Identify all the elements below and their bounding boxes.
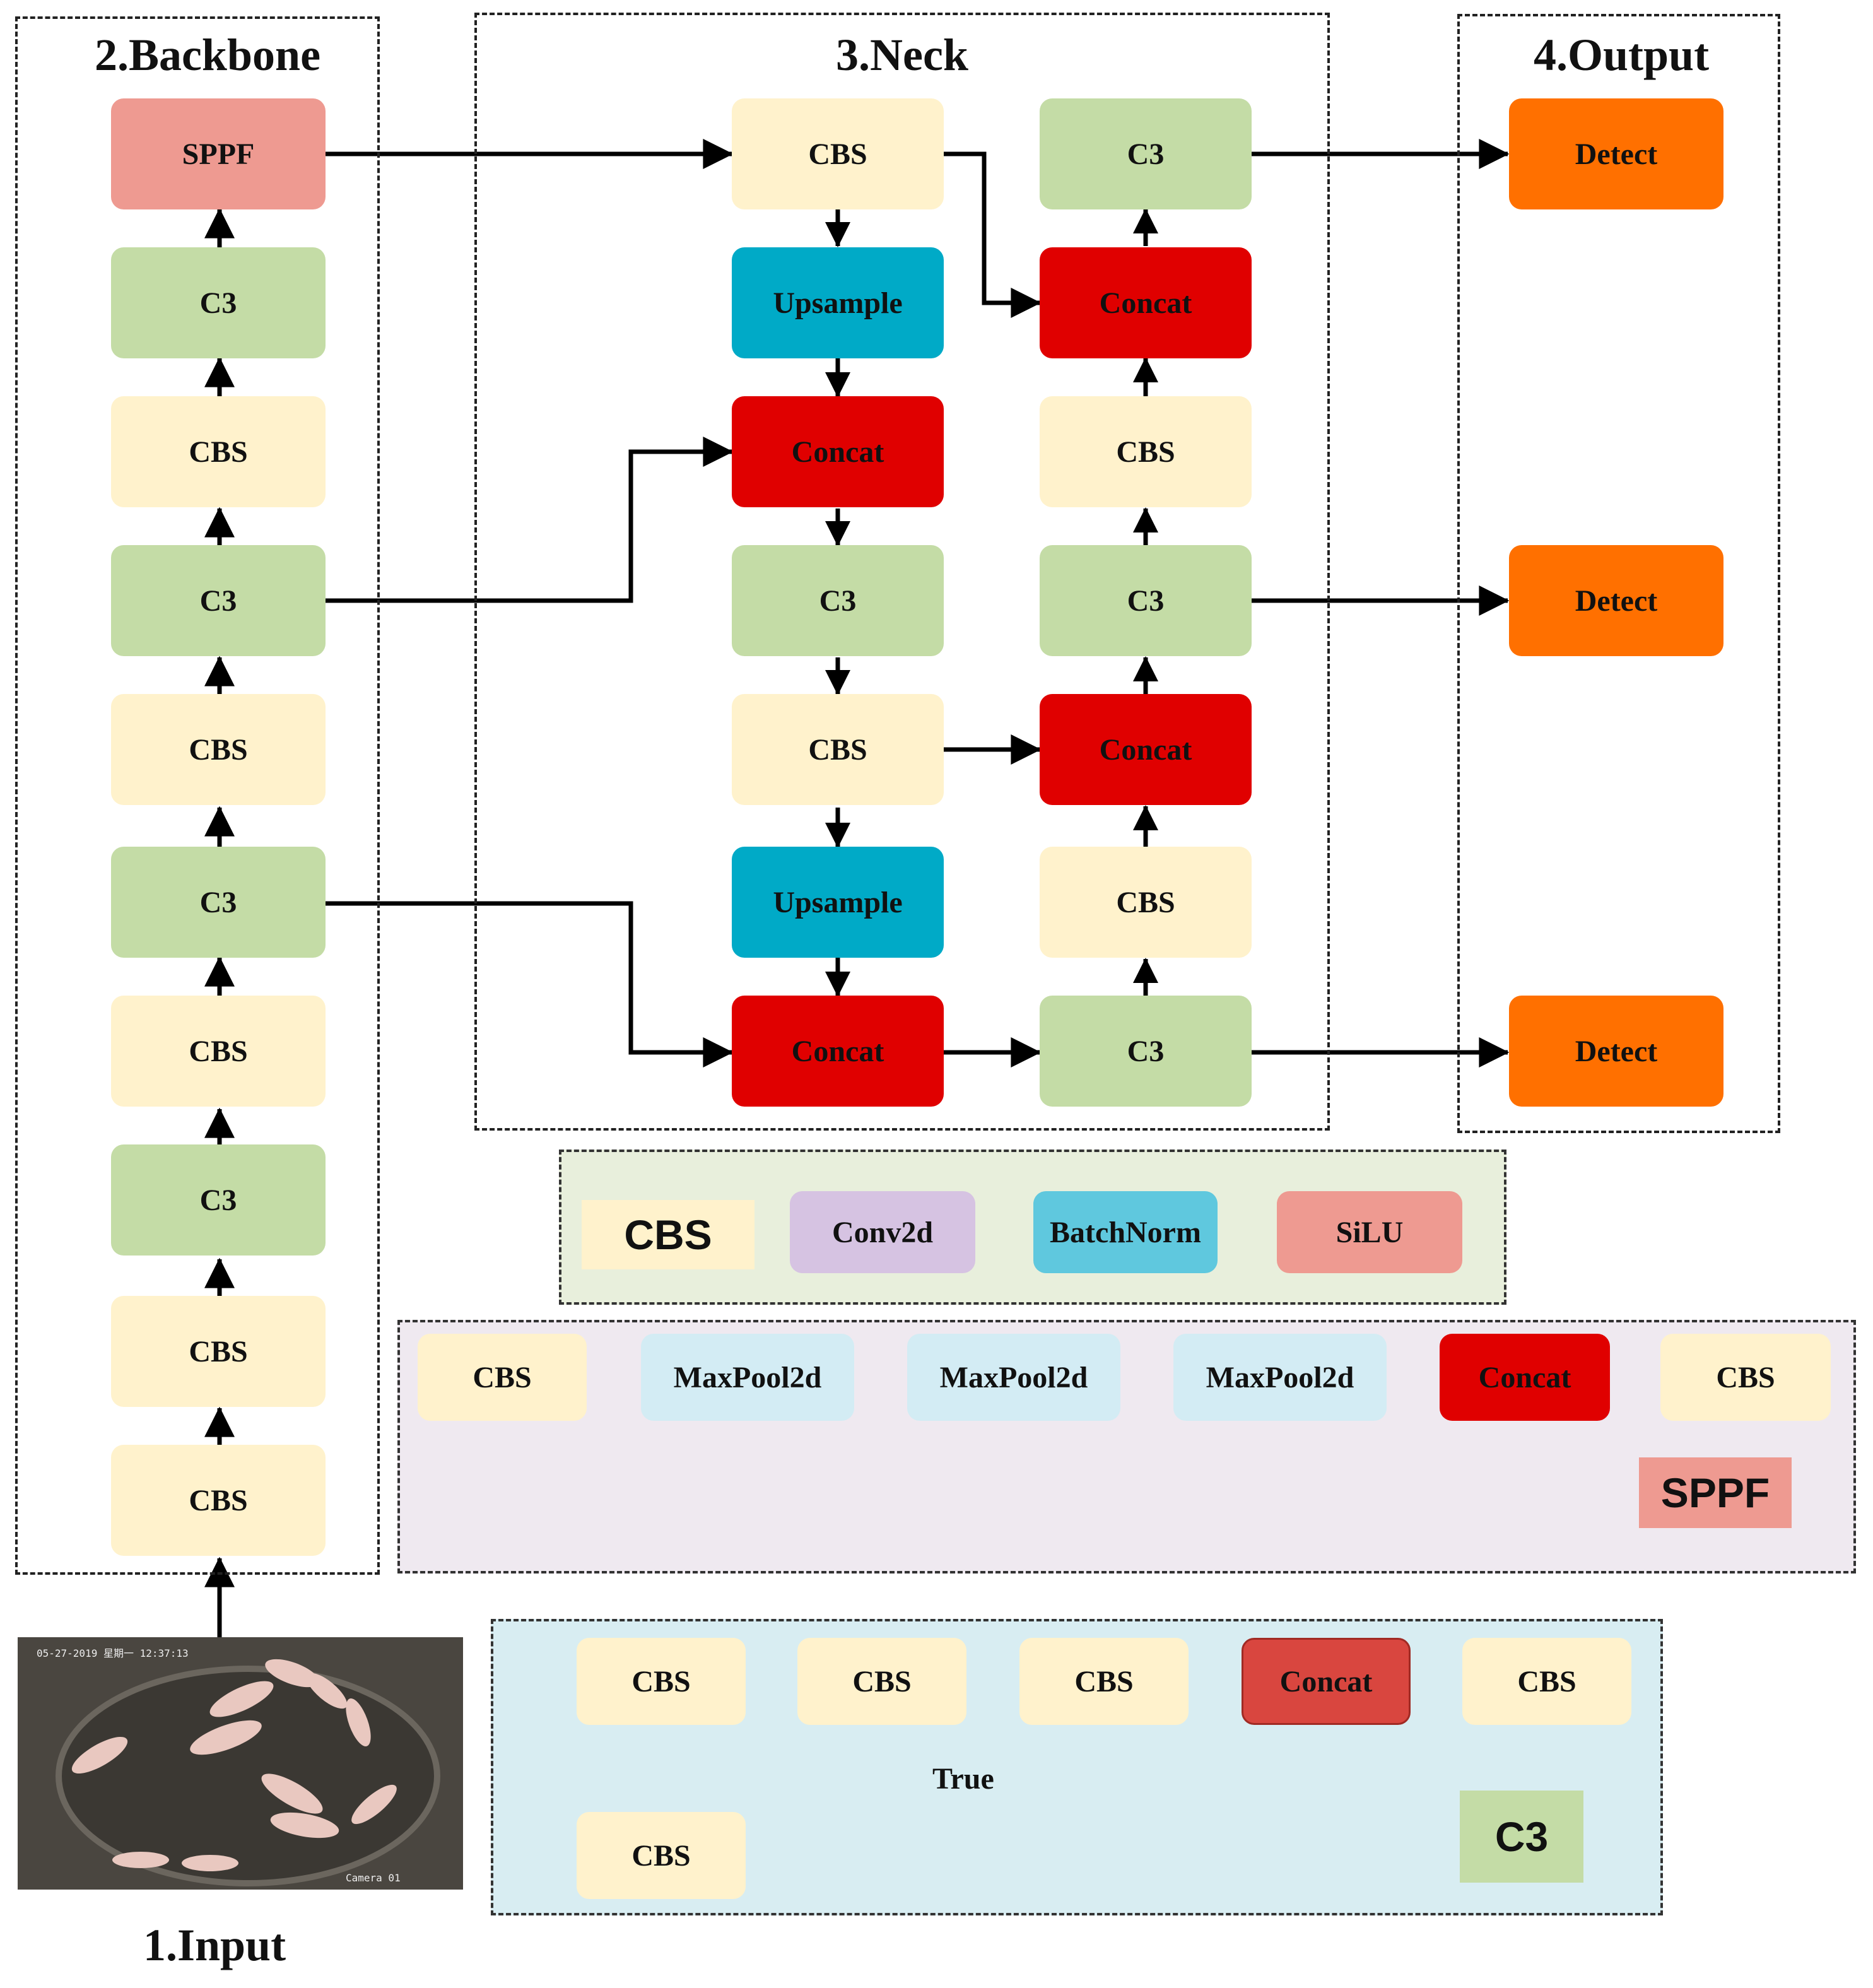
neck-col2-cbs-low: CBS: [1040, 847, 1252, 958]
c3-step-cbs-out: CBS: [1462, 1638, 1631, 1725]
neck-col2-c3-top: C3: [1040, 98, 1252, 209]
sppf-module-panel: [397, 1320, 1856, 1573]
backbone-sppf: SPPF: [111, 98, 326, 209]
sppf-step-concat: Concat: [1440, 1334, 1610, 1421]
sppf-step-cbs-in: CBS: [418, 1334, 587, 1421]
detect-head-2: Detect: [1509, 545, 1723, 656]
cbs-module-legend: CBS: [582, 1200, 754, 1269]
sppf-step-maxpool-1: MaxPool2d: [641, 1334, 854, 1421]
neck-col2-cbs-top: CBS: [1040, 396, 1252, 507]
image-timestamp: 05-27-2019 星期一 12:37:13: [37, 1647, 189, 1659]
backbone-c3-4: C3: [111, 247, 326, 358]
c3-step-cbs-2: CBS: [797, 1638, 966, 1725]
output-title: 4.Output: [1533, 30, 1710, 80]
detect-head-3: Detect: [1509, 996, 1723, 1107]
neck-col2-c3-mid: C3: [1040, 545, 1252, 656]
neck-col1-c3: C3: [732, 545, 944, 656]
neck-col2-concat-top: Concat: [1040, 247, 1252, 358]
backbone-c3-3: C3: [111, 545, 326, 656]
output-region: [1457, 14, 1780, 1133]
neck-col1-concat-2: Concat: [732, 996, 944, 1107]
neck-col1-concat-1: Concat: [732, 396, 944, 507]
image-camera-label: Camera 01: [346, 1872, 401, 1884]
c3-module-legend: C3: [1460, 1791, 1583, 1883]
c3-step-cbs-3: CBS: [1019, 1638, 1189, 1725]
sppf-step-cbs-out: CBS: [1660, 1334, 1831, 1421]
input-title: 1.Input: [143, 1920, 286, 1970]
backbone-cbs-1: CBS: [111, 1445, 326, 1556]
backbone-cbs-3: CBS: [111, 996, 326, 1107]
sppf-module-legend: SPPF: [1639, 1457, 1792, 1528]
c3-shortcut-label: True: [932, 1762, 994, 1796]
neck-region: [474, 13, 1330, 1131]
c3-step-cbs-1: CBS: [577, 1638, 746, 1725]
cbs-step-conv2d: Conv2d: [790, 1191, 975, 1273]
backbone-c3-2: C3: [111, 847, 326, 958]
c3-step-cbs-bottom: CBS: [577, 1812, 746, 1899]
pig: [112, 1852, 169, 1868]
neck-col1-upsample-2: Upsample: [732, 847, 944, 958]
backbone-cbs-2: CBS: [111, 1296, 326, 1407]
input-image: 05-27-2019 星期一 12:37:13 Camera 01: [18, 1637, 463, 1890]
neck-col2-concat-mid: Concat: [1040, 694, 1252, 805]
neck-col1-upsample-1: Upsample: [732, 247, 944, 358]
detect-head-1: Detect: [1509, 98, 1723, 209]
sppf-step-maxpool-3: MaxPool2d: [1173, 1334, 1387, 1421]
cbs-step-silu: SiLU: [1277, 1191, 1462, 1273]
backbone-title: 2.Backbone: [94, 30, 321, 80]
backbone-cbs-4: CBS: [111, 694, 326, 805]
neck-col1-cbs-1: CBS: [732, 98, 944, 209]
pig: [182, 1855, 238, 1871]
neck-title: 3.Neck: [836, 30, 968, 80]
sppf-step-maxpool-2: MaxPool2d: [907, 1334, 1120, 1421]
c3-step-concat: Concat: [1242, 1638, 1411, 1725]
neck-col2-c3-low: C3: [1040, 996, 1252, 1107]
backbone-region: [15, 16, 380, 1575]
backbone-cbs-5: CBS: [111, 396, 326, 507]
neck-col1-cbs-2: CBS: [732, 694, 944, 805]
backbone-c3-1: C3: [111, 1144, 326, 1256]
cbs-step-batchnorm: BatchNorm: [1033, 1191, 1218, 1273]
